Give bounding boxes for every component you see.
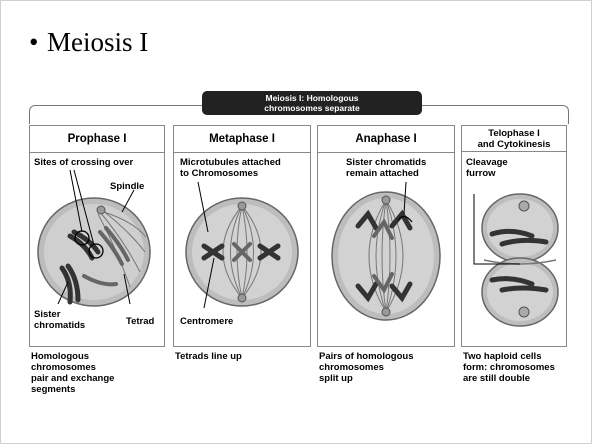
label-tetrad: Tetrad xyxy=(126,316,154,327)
panel-metaphase-i: Metaphase I Microtubules attached t xyxy=(173,125,311,347)
telophase-cell-illustration xyxy=(462,152,566,346)
caption-line: Pairs of homologous xyxy=(319,351,413,362)
label-centromere: Centromere xyxy=(180,316,233,327)
caption-line: are still double xyxy=(463,373,555,384)
panel-prophase-i: Prophase I xyxy=(29,125,165,347)
caption-anaphase-i: Pairs of homologous chromosomes split up xyxy=(319,351,413,384)
label-microtubules-attached: Microtubules attached xyxy=(180,157,281,168)
panel-telophase-i: Telophase I and Cytokinesis Cleavage fur… xyxy=(461,125,567,347)
caption-line: chromosomes xyxy=(31,362,114,373)
caption-line: split up xyxy=(319,373,413,384)
panel-title: Prophase I xyxy=(30,126,164,153)
anaphase-cell-illustration xyxy=(318,152,454,346)
caption-line: Two haploid cells xyxy=(463,351,555,362)
label-chromatids: chromatids xyxy=(34,320,85,331)
panel-anaphase-i: Anaphase I Sister chromatids remain atta… xyxy=(317,125,455,347)
bullet-text: Meiosis I xyxy=(47,27,148,57)
label-sister: Sister xyxy=(34,309,60,320)
panel-title-line-2: and Cytokinesis xyxy=(462,139,566,150)
label-furrow: furrow xyxy=(466,168,496,179)
banner-line-2: chromosomes separate xyxy=(202,103,422,113)
bullet-dot: • xyxy=(29,27,47,58)
caption-line: form: chromosomes xyxy=(463,362,555,373)
label-sites-of-crossing-over: Sites of crossing over xyxy=(34,157,133,168)
caption-line: chromosomes xyxy=(319,362,413,373)
panel-title: Telophase I and Cytokinesis xyxy=(462,126,566,152)
label-to-chromosomes: to Chromosomes xyxy=(180,168,258,179)
caption-line: Homologous xyxy=(31,351,114,362)
caption-telophase-i: Two haploid cells form: chromosomes are … xyxy=(463,351,555,384)
panel-title: Anaphase I xyxy=(318,126,454,153)
panel-title-line-1: Telophase I xyxy=(462,128,566,139)
caption-line: segments xyxy=(31,384,114,395)
banner-line-1: Meiosis I: Homologous xyxy=(202,93,422,103)
label-sister-chromatids: Sister chromatids xyxy=(346,157,426,168)
caption-line: Tetrads line up xyxy=(175,351,242,362)
label-spindle: Spindle xyxy=(110,181,144,192)
caption-metaphase-i: Tetrads line up xyxy=(175,351,242,362)
diagram-banner: Meiosis I: Homologous chromosomes separa… xyxy=(202,91,422,115)
label-cleavage: Cleavage xyxy=(466,157,508,168)
caption-prophase-i: Homologous chromosomes pair and exchange… xyxy=(31,351,114,395)
panel-title: Metaphase I xyxy=(174,126,310,153)
label-remain-attached: remain attached xyxy=(346,168,419,179)
bullet-item: •Meiosis I xyxy=(29,27,148,58)
caption-line: pair and exchange xyxy=(31,373,114,384)
